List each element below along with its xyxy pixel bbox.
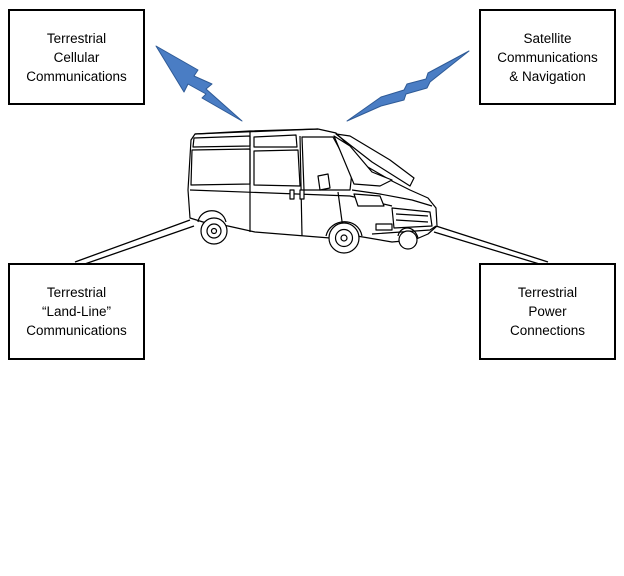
box-label-line: Communications bbox=[497, 49, 598, 65]
box-label-line: “Land-Line” bbox=[41, 304, 112, 319]
van-icon bbox=[187, 128, 438, 254]
cellular-communications-box: Terrestrial Cellular Communications bbox=[8, 9, 145, 105]
box-label-line: Terrestrial bbox=[517, 285, 578, 300]
box-label-line: Terrestrial bbox=[46, 30, 107, 46]
box-label-line: Terrestrial bbox=[46, 285, 107, 300]
lightning-bolt-cellular-icon bbox=[155, 45, 243, 122]
power-connections-box: Terrestrial Power Connections bbox=[479, 263, 616, 360]
box-label-line: Power bbox=[528, 304, 567, 319]
box-label-line: Communications bbox=[26, 68, 127, 84]
box-label-line: Satellite bbox=[523, 30, 572, 46]
power-cable bbox=[433, 225, 549, 267]
lightning-bolt-satellite-icon bbox=[346, 50, 470, 122]
box-label-line: Cellular bbox=[53, 49, 100, 65]
landline-communications-box: Terrestrial “Land-Line” Communications bbox=[8, 263, 145, 360]
landline-cable bbox=[74, 219, 195, 267]
satellite-communications-box: Satellite Communications & Navigation bbox=[479, 9, 616, 105]
box-label-line: Connections bbox=[509, 323, 586, 338]
box-label-line: Communications bbox=[26, 323, 127, 338]
box-label-line: & Navigation bbox=[509, 68, 586, 84]
